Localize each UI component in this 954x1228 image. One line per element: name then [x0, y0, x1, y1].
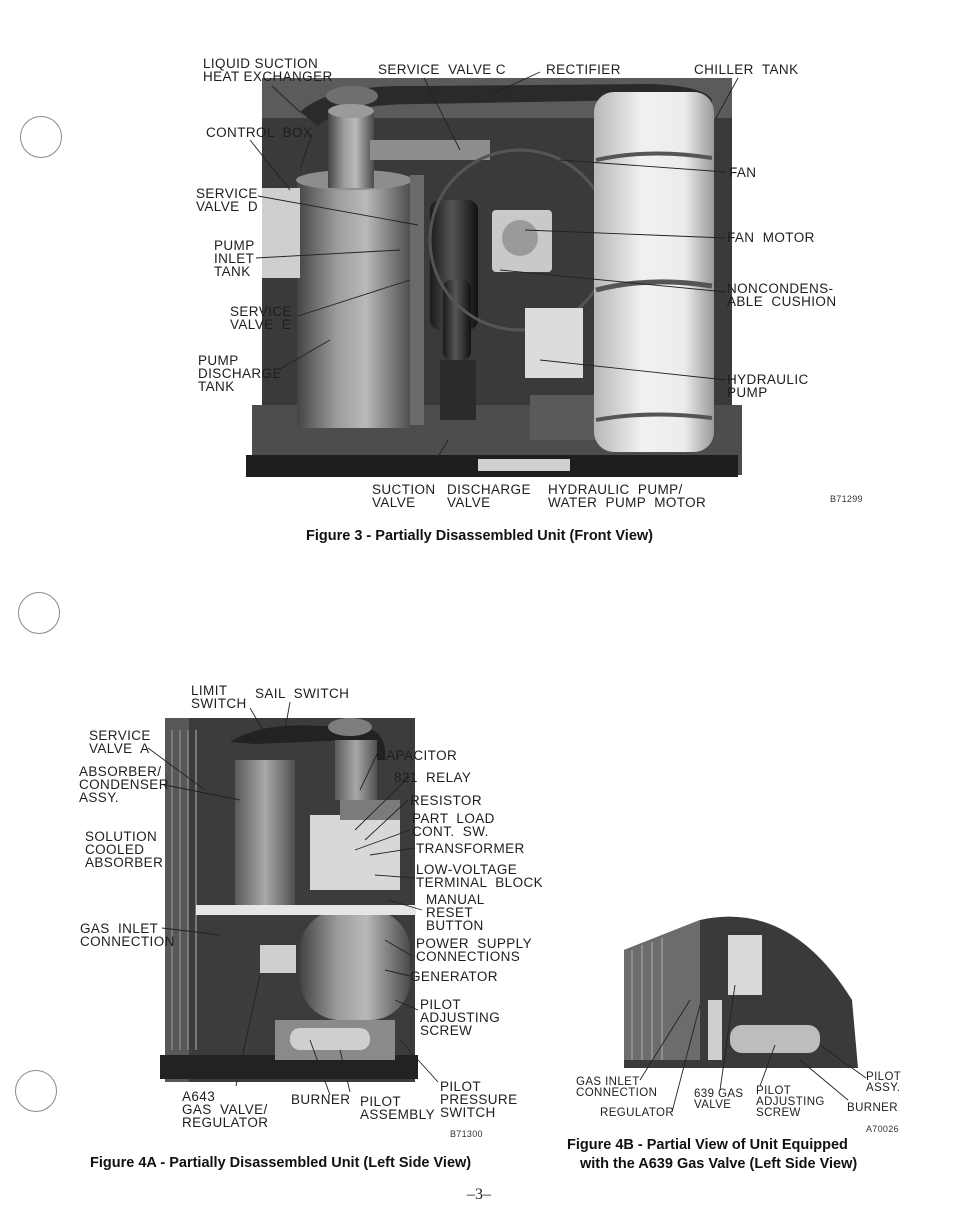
label-4b-639-gas-valve: 639 GAS VALVE — [694, 1088, 744, 1111]
label-burner: BURNER — [291, 1092, 351, 1107]
label-service-valve-d: SERVICE VALVE D — [196, 186, 258, 214]
figure-4b-caption-line-1: Figure 4B - Partial View of Unit Equippe… — [567, 1137, 848, 1153]
figure-4a-code: B71300 — [450, 1129, 483, 1139]
label-suction-valve: SUCTION VALVE — [372, 482, 436, 510]
label-transformer: TRANSFORMER — [416, 841, 525, 856]
label-gas-inlet-connection: GAS INLET CONNECTION — [80, 921, 175, 949]
label-a643-gas-valve-regulator: A643 GAS VALVE/ REGULATOR — [182, 1089, 269, 1130]
label-limit-switch: LIMIT SWITCH — [191, 683, 247, 711]
label-chiller-tank: CHILLER TANK — [694, 62, 799, 77]
label-solution-cooled-absorber: SOLUTION COOLED ABSORBER — [85, 829, 164, 870]
label-4b-regulator: REGULATOR — [600, 1107, 675, 1119]
label-generator: GENERATOR — [410, 969, 498, 984]
label-pilot-adjusting-screw: PILOT ADJUSTING SCREW — [420, 997, 501, 1038]
label-part-load-switch: PART LOAD CONT. SW. — [412, 811, 495, 839]
label-power-supply-connections: POWER SUPPLY CONNECTIONS — [416, 936, 532, 964]
figure-4a-caption: Figure 4A - Partially Disassembled Unit … — [90, 1155, 472, 1171]
label-low-voltage-terminal-block: LOW-VOLTAGE TERMINAL BLOCK — [416, 862, 544, 890]
figure-3-caption: Figure 3 - Partially Disassembled Unit (… — [306, 528, 654, 544]
label-4b-pilot-adjusting-screw: PILOT ADJUSTING SCREW — [756, 1085, 825, 1119]
label-hydraulic-pump: HYDRAULIC PUMP — [727, 372, 809, 400]
label-sail-switch: SAIL SWITCH — [255, 686, 350, 701]
binder-hole-top — [20, 116, 62, 158]
label-pump-discharge-tank: PUMP DISCHARGE TANK — [198, 353, 282, 394]
label-pilot-pressure-switch: PILOT PRESSURE SWITCH — [440, 1079, 518, 1120]
label-4b-pilot-assy: PILOT ASSY. — [866, 1071, 902, 1094]
label-pilot-assembly: PILOT ASSEMBLY — [360, 1094, 435, 1122]
label-manual-reset-button: MANUAL RESET BUTTON — [426, 892, 485, 933]
label-pump-inlet-tank: PUMP INLET TANK — [214, 238, 255, 279]
binder-hole-bottom — [15, 1070, 57, 1112]
label-4b-burner: BURNER — [847, 1102, 898, 1114]
figure-4b-code: A70026 — [866, 1124, 899, 1134]
label-fan: FAN — [729, 165, 757, 180]
label-control-box: CONTROL BOX — [206, 125, 313, 140]
label-noncondensable-cushion: NONCONDENS- ABLE CUSHION — [727, 281, 837, 309]
figure-3-code: B71299 — [830, 494, 863, 504]
label-821-relay: 821 RELAY — [394, 770, 472, 785]
label-rectifier: RECTIFIER — [546, 62, 621, 77]
label-hydraulic-water-pump-motor: HYDRAULIC PUMP/ WATER PUMP MOTOR — [548, 482, 707, 510]
label-4b-gas-inlet-connection: GAS INLET CONNECTION — [576, 1076, 658, 1099]
label-discharge-valve: DISCHARGE VALVE — [447, 482, 531, 510]
label-capacitor: CAPACITOR — [376, 748, 458, 763]
page-number: –3– — [467, 1186, 491, 1203]
label-service-valve-e: SERVICE VALVE E — [230, 304, 292, 332]
label-liquid-suction-heat-exchanger: LIQUID SUCTION HEAT EXCHANGER — [203, 56, 333, 84]
label-service-valve-c: SERVICE VALVE C — [378, 62, 506, 77]
label-fan-motor: FAN MOTOR — [727, 230, 815, 245]
label-absorber-condenser: ABSORBER/ CONDENSER ASSY. — [79, 764, 169, 805]
label-resistor: RESISTOR — [410, 793, 482, 808]
label-service-valve-a: SERVICE VALVE A — [89, 728, 151, 756]
figure-4b-caption-line-2: with the A639 Gas Valve (Left Side View) — [580, 1156, 858, 1172]
binder-hole-middle — [18, 592, 60, 634]
